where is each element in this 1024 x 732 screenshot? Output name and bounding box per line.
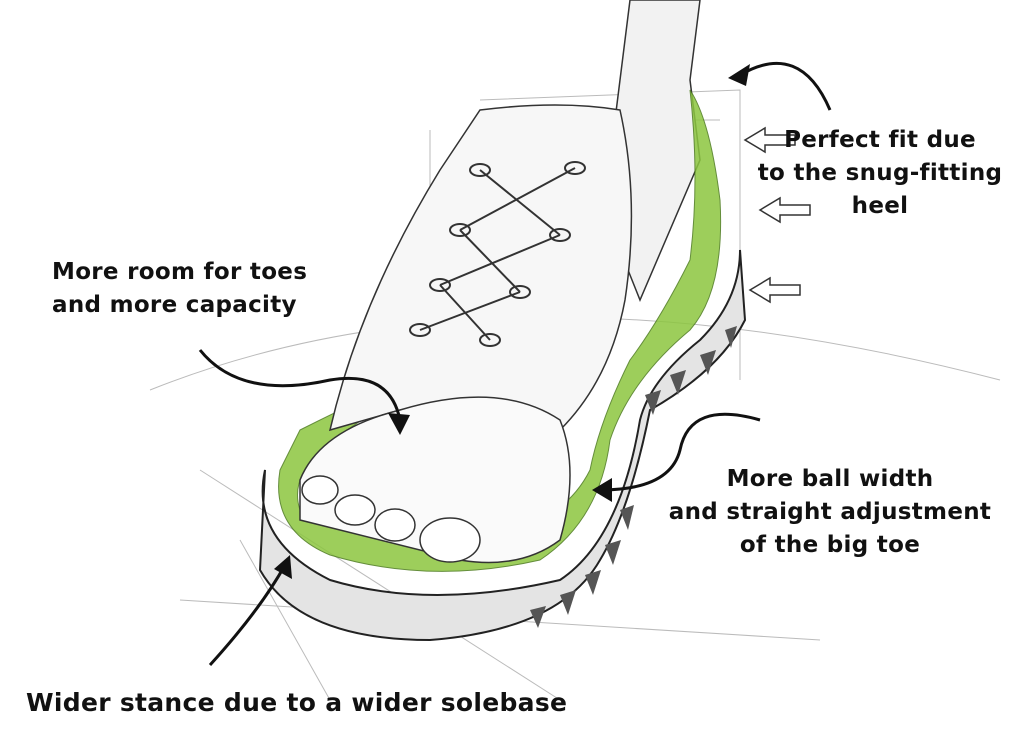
annotation-line: and straight adjustment [668, 499, 992, 525]
sole-tread [530, 326, 737, 628]
annotation-line: More room for toes [52, 259, 308, 285]
annotation-line: More ball width [726, 466, 934, 492]
annotation-ball-width: More ball width and straight adjustment … [640, 463, 1020, 562]
annotation-toe-room: More room for toes and more capacity [52, 256, 307, 322]
annotation-line: to the snug-fitting [757, 160, 1003, 186]
toes [301, 475, 481, 563]
annotation-heel-fit: Perfect fit due to the snug-fitting heel [745, 124, 1015, 223]
annotation-line: heel [851, 193, 909, 219]
pressure-arrows [743, 126, 811, 304]
annotation-line: Perfect fit due [784, 127, 976, 153]
laces [409, 161, 586, 347]
outsole [258, 249, 747, 642]
annotation-arrows [198, 61, 832, 667]
annotation-line: of the big toe [739, 532, 921, 558]
annotation-wide-sole: Wider stance due to a wider solebase [26, 688, 568, 717]
annotation-line: and more capacity [52, 292, 297, 318]
arrowheads [274, 64, 750, 579]
